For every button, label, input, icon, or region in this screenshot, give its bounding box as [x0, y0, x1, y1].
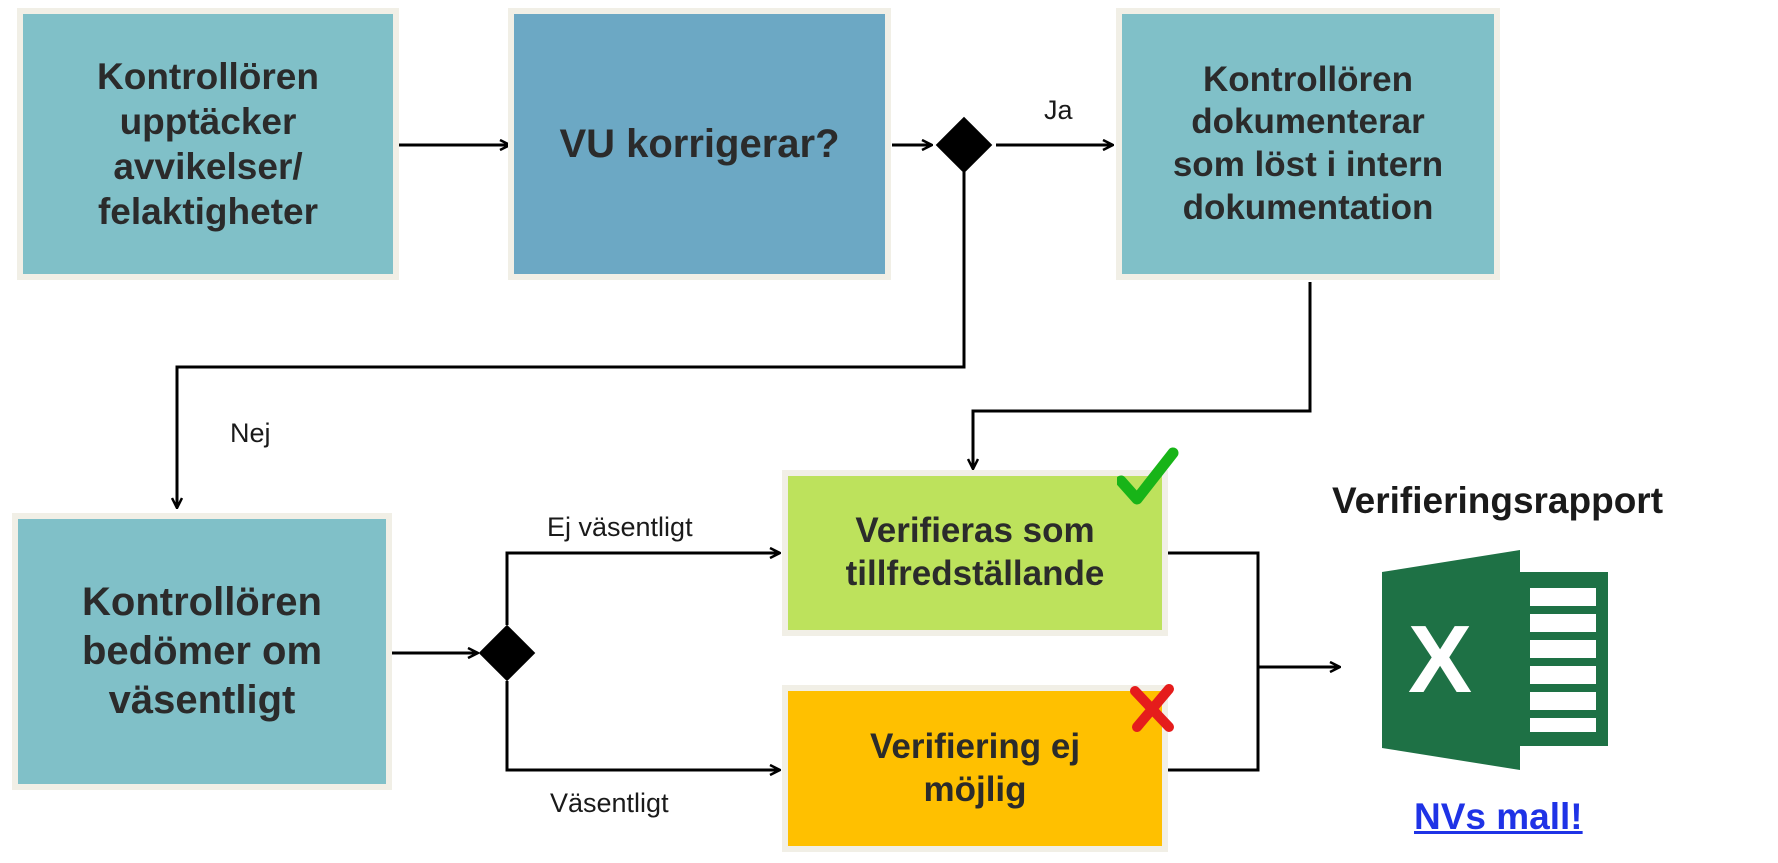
label-not-significant: Ej väsentligt: [547, 512, 693, 542]
box-vu-corrects: VU korrigerar?: [508, 8, 891, 280]
check-icon: [1117, 447, 1179, 505]
arrow-to-verified: [505, 553, 780, 625]
line-merge-verified: [1166, 551, 1260, 772]
arrow-to-not-possible: [505, 681, 780, 770]
arrow-document-to-verified: [973, 282, 1312, 469]
box-detect: Kontrollören upptäcker avvikelser/ felak…: [17, 8, 399, 280]
decision-diamond-assess: [478, 624, 536, 682]
decision-diamond-vu: [935, 116, 993, 174]
box-verified: Verifieras som tillfredställande: [782, 470, 1168, 636]
label-yes: Ja: [1044, 95, 1073, 125]
box-assess: Kontrollören bedömer om väsentligt: [12, 513, 392, 790]
box-not-possible: Verifiering ej möjlig: [782, 685, 1168, 852]
label-significant: Väsentligt: [550, 788, 669, 818]
cross-icon: [1130, 684, 1174, 732]
excel-letter: X: [1408, 606, 1472, 713]
excel-icon[interactable]: X: [1380, 550, 1620, 770]
label-no: Nej: [230, 418, 271, 448]
template-link[interactable]: NVs mall!: [1414, 796, 1583, 837]
box-documents: Kontrollören dokumenterar som löst i int…: [1116, 8, 1500, 280]
report-title: Verifieringsrapport: [1332, 480, 1664, 521]
arrow-no-to-assess: [177, 172, 966, 508]
